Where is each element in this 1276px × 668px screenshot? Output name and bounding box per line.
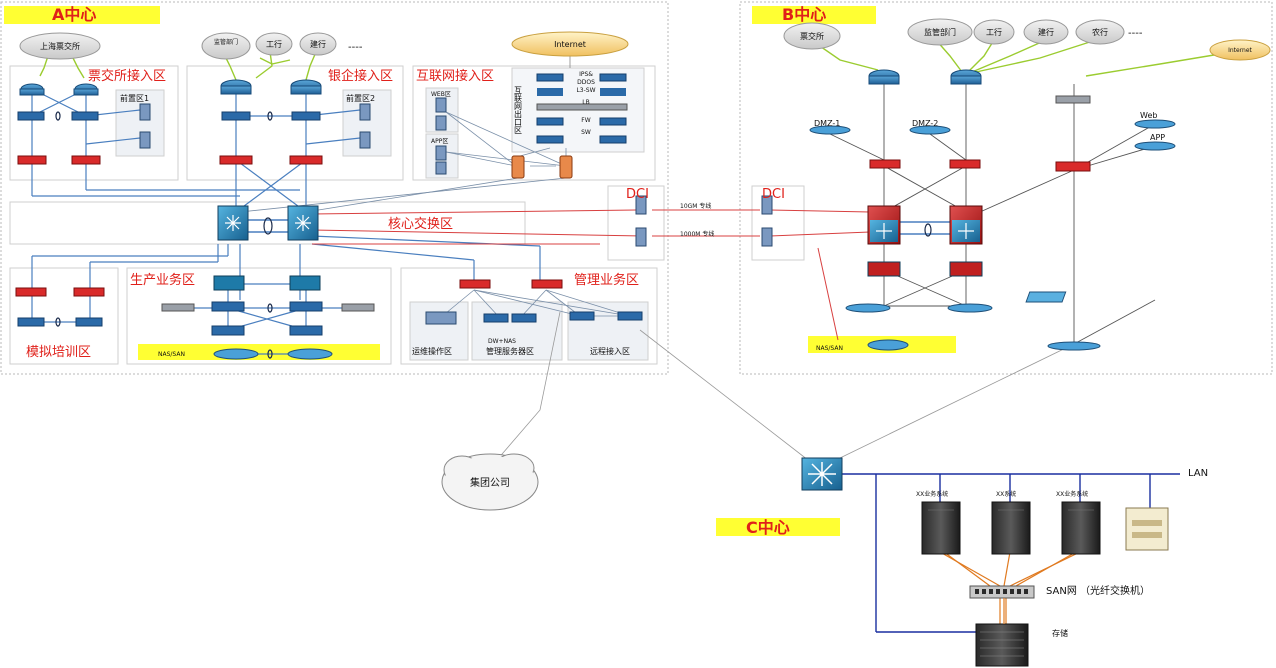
cloud-b-ccb: 建行 xyxy=(1023,19,1069,45)
c-core-switch-icon xyxy=(801,457,843,491)
remote-zone-label: 远程接入区 xyxy=(590,346,630,356)
link-aggregation-marks xyxy=(55,111,932,359)
center-c-title: C中心 xyxy=(746,518,790,537)
system2-label: XX系统 xyxy=(996,490,1016,498)
dw-nas-label: DW+NAS xyxy=(488,338,516,345)
cloud-internet-a: Internet xyxy=(511,31,629,57)
c-san-switch-icon xyxy=(969,585,1035,599)
san-network-label: SAN网 （光纤交换机） xyxy=(1046,584,1150,597)
zone-training-title: 模拟培训区 xyxy=(26,344,91,360)
production-frame xyxy=(126,267,392,365)
cloud-ccb-label: 建行 xyxy=(310,39,326,49)
frontzone1-label: 前置区1 xyxy=(120,93,149,103)
link-1000m-label: 1000M 专线 xyxy=(680,230,714,238)
cloud-b-regulator: 监管部门 xyxy=(907,18,973,46)
nas-san-a-label: NAS/SAN xyxy=(158,351,185,358)
mgmt-servers-label: 管理服务器区 xyxy=(486,346,534,356)
zone-internet-access-title: 互联网接入区 xyxy=(416,68,494,84)
egress-lb-label: LB xyxy=(582,99,589,106)
core-switch-b-icon xyxy=(867,205,983,245)
egress-ddos-label: DDOS xyxy=(577,79,595,86)
cloud-group-label: 集团公司 xyxy=(470,476,510,489)
switch-icon xyxy=(17,73,643,336)
firewall-icon xyxy=(15,155,1091,297)
ticket-access-frame xyxy=(9,65,179,181)
egress-l3sw-label: L3-SW xyxy=(576,87,595,94)
training-frame xyxy=(9,267,119,365)
cloud-b-ccb-label: 建行 xyxy=(1038,27,1054,37)
bank-access-frame xyxy=(186,65,404,181)
web-zone-label: WEB区 xyxy=(431,91,451,98)
system3-label: XX业务系统 xyxy=(1056,490,1088,498)
cloud-b-exchange-label: 票交所 xyxy=(800,31,824,41)
storage-label: 存储 xyxy=(1052,628,1068,638)
mgmt-frame xyxy=(471,301,563,361)
center-a-title: A中心 xyxy=(52,5,96,24)
cloud-b-abc-label: 农行 xyxy=(1092,27,1108,37)
ops-zone-label: 运维操作区 xyxy=(412,346,452,356)
area-borders xyxy=(0,1,1273,375)
center-b-title: B中心 xyxy=(782,5,826,24)
egress-ips-label: IPS& xyxy=(579,71,593,78)
zone-core-switch-title: 核心交换区 xyxy=(388,216,453,232)
zone-bank-access-title: 银企接入区 xyxy=(328,68,393,84)
app-zone-label: APP区 xyxy=(431,138,448,145)
cloud-b-icbc: 工行 xyxy=(973,19,1015,45)
system1-label: XX业务系统 xyxy=(916,490,948,498)
lan-label: LAN xyxy=(1188,468,1208,479)
cloud-b-exchange: 票交所 xyxy=(783,22,841,50)
b-app-label: APP xyxy=(1150,133,1165,142)
nas-san-b-label: NAS/SAN xyxy=(816,345,843,352)
b-bank-ellipsis: ---- xyxy=(1128,28,1143,39)
cloud-icbc-label: 工行 xyxy=(266,39,282,49)
clouds: 上海票交所 监管部门 工行 建行 ---- Internet 票交所 监管部门 xyxy=(19,18,1271,511)
bank-ellipsis: ---- xyxy=(348,42,363,53)
center-a-title-box xyxy=(4,6,160,24)
cloud-ccb: 建行 xyxy=(299,32,337,56)
zone-ticket-access-title: 票交所接入区 xyxy=(88,68,166,84)
cloud-b-abc: 农行 xyxy=(1075,19,1125,45)
zone-management-title: 管理业务区 xyxy=(574,272,639,288)
dci-b-frame xyxy=(751,185,805,261)
cloud-regulator: 监管部门 xyxy=(201,32,251,60)
egress-sw-label: SW xyxy=(581,129,591,136)
core-switch-a-icon xyxy=(217,205,319,241)
center-b-title-box xyxy=(752,6,876,24)
cloud-internet-a-label: Internet xyxy=(554,40,586,49)
dci-a-label: DCI xyxy=(626,187,649,202)
core-switch-frame xyxy=(9,201,526,245)
internet-access-frame xyxy=(412,65,656,181)
c-storage-icon xyxy=(975,623,1029,667)
frontzone2-label: 前置区2 xyxy=(346,93,375,103)
cloud-icbc: 工行 xyxy=(255,32,293,56)
cloud-group: 集团公司 xyxy=(441,453,539,511)
management-frame xyxy=(400,267,658,365)
b-web-label: Web xyxy=(1140,111,1157,120)
dmz2-label: DMZ-2 xyxy=(912,119,938,128)
cloud-b-regulator-label: 监管部门 xyxy=(924,27,956,37)
devices xyxy=(15,69,1176,667)
cloud-internet-b-label: Internet xyxy=(1228,47,1252,54)
c-pc-server-icon xyxy=(1125,507,1169,551)
egress-fw-label: FW xyxy=(581,117,590,124)
center-c-title-box xyxy=(716,518,840,536)
dci-b-label: DCI xyxy=(762,187,785,202)
zone-production-title: 生产业务区 xyxy=(130,272,195,288)
c-server-icon xyxy=(921,501,1101,555)
link-10g-label: 10GM 专线 xyxy=(680,202,711,210)
cloud-shanghai-exchange-label: 上海票交所 xyxy=(40,41,80,51)
egress-zone-label: 互联网出口区 xyxy=(514,86,523,134)
cloud-internet-b: Internet xyxy=(1209,39,1271,61)
dmz1-label: DMZ-1 xyxy=(814,119,840,128)
cloud-regulator-label: 监管部门 xyxy=(214,38,238,46)
cloud-b-icbc-label: 工行 xyxy=(986,27,1002,37)
cloud-shanghai-exchange: 上海票交所 xyxy=(19,32,101,60)
dci-a-frame xyxy=(607,185,665,261)
